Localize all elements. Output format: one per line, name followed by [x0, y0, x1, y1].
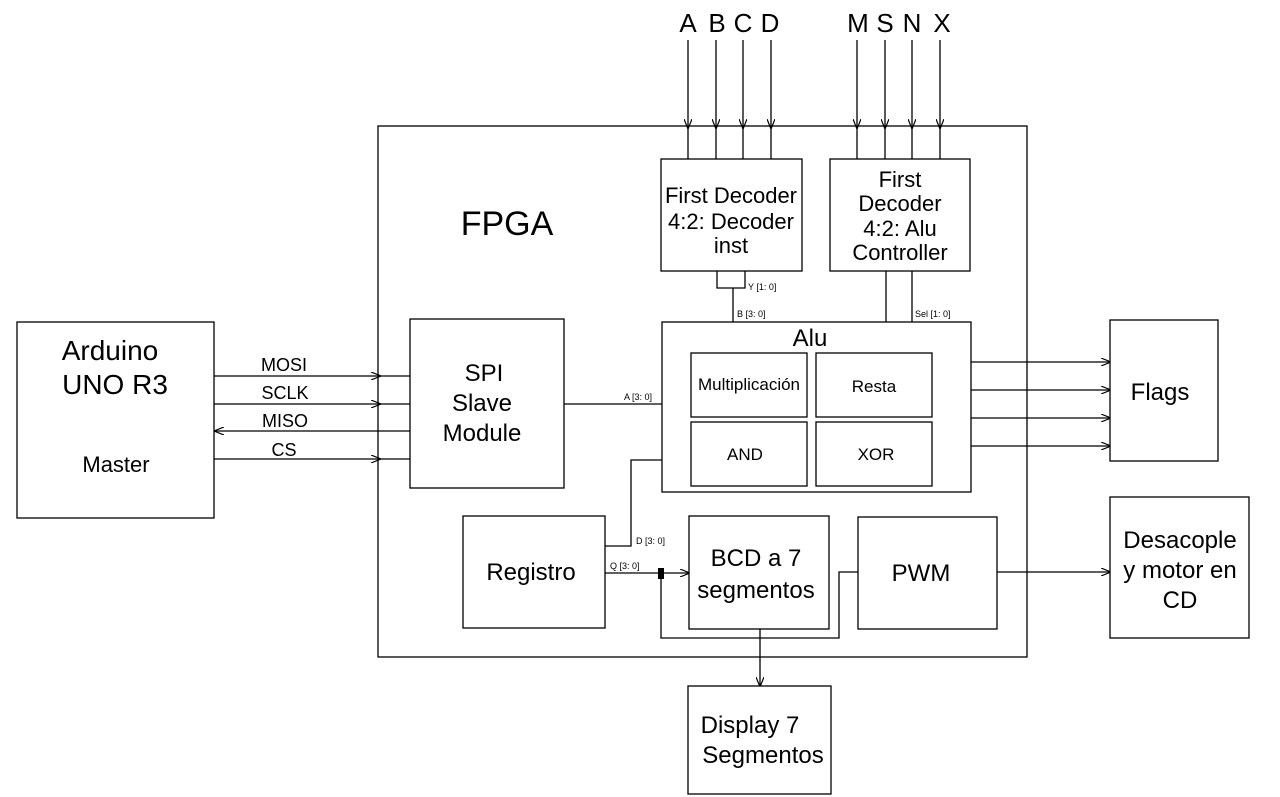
- arduino-line1: Arduino: [62, 335, 159, 366]
- decoder-to-alu-wires: [716, 271, 913, 322]
- desacople-line2: y motor en: [1123, 557, 1236, 584]
- bcd-box: [688, 515, 830, 630]
- input-label-b: B: [708, 8, 725, 38]
- display-line2: Segmentos: [702, 742, 823, 769]
- alu-to-flags-wires: [971, 362, 1110, 446]
- alu-op-and-box: [690, 421, 808, 487]
- flags-box: [1109, 319, 1219, 462]
- decoder-alu-line3: 4:2: Alu: [863, 216, 936, 241]
- signal-cs: CS: [271, 440, 296, 460]
- fpga-label: FPGA: [461, 205, 554, 243]
- bus-label-b: B [3: 0]: [737, 309, 766, 319]
- spi-module-line1: SPI: [465, 360, 504, 387]
- input-label-m: M: [847, 8, 869, 38]
- display-box: [687, 685, 832, 795]
- flags-label: Flags: [1131, 379, 1190, 406]
- alu-op-resta-box: [815, 352, 933, 418]
- pwm-box: [857, 516, 998, 630]
- alu-op-mult: Multiplicación: [698, 375, 800, 394]
- decoder-inst-line3: inst: [714, 233, 748, 258]
- bus-label-d: D [3: 0]: [636, 536, 665, 546]
- desacople-line3: CD: [1163, 587, 1198, 614]
- input-label-a: A: [679, 8, 697, 38]
- alu-op-and: AND: [727, 445, 763, 464]
- alu-op-xor-box: [815, 421, 933, 487]
- decoder-inst-line1: First Decoder: [665, 183, 797, 208]
- alu-title: Alu: [793, 325, 828, 352]
- arduino-box: [16, 321, 215, 519]
- display-line1: Display 7: [701, 712, 800, 739]
- alu-to-registro-wire: [605, 459, 662, 547]
- input-label-c: C: [734, 8, 753, 38]
- decoder-alu-box: [829, 158, 971, 272]
- bus-label-a: A [3: 0]: [624, 392, 652, 402]
- alu-op-xor: XOR: [858, 445, 895, 464]
- alu-op-mult-box: [690, 352, 808, 418]
- spi-signal-wires: [214, 376, 410, 459]
- top-inputs-right: M S N X: [847, 8, 951, 38]
- bcd-line1: BCD a 7: [711, 545, 802, 572]
- input-label-n: N: [903, 8, 922, 38]
- decoder-alu-line4: Controller: [852, 240, 947, 265]
- pwm-label: PWM: [892, 560, 951, 587]
- registro-label: Registro: [486, 559, 575, 586]
- top-inputs-left: A B C D: [679, 8, 779, 38]
- spi-module-box: [409, 318, 565, 489]
- desacople-line1: Desacople: [1123, 527, 1236, 554]
- bus-label-sel: Sel [1: 0]: [915, 309, 951, 319]
- spi-module-line3: Module: [443, 420, 522, 447]
- input-label-d: D: [761, 8, 780, 38]
- decoder-alu-line1: First: [879, 167, 922, 192]
- arduino-line3: Master: [82, 452, 149, 477]
- input-label-s: S: [876, 8, 893, 38]
- decoder-inst-line2: 4:2: Decoder: [668, 209, 794, 234]
- desacople-box: [1109, 496, 1250, 639]
- input-arrows: [688, 40, 940, 159]
- alu-op-resta: Resta: [852, 377, 897, 396]
- registro-box: [462, 515, 606, 629]
- spi-module-line2: Slave: [452, 390, 512, 417]
- input-label-x: X: [933, 8, 950, 38]
- registro-to-bcd-wires: [605, 568, 858, 639]
- signal-mosi: MOSI: [261, 355, 307, 375]
- bus-label-q: Q [3: 0]: [610, 561, 640, 571]
- arduino-line2: UNO R3: [62, 369, 168, 400]
- decoder-inst-box: [660, 158, 803, 272]
- decoder-alu-line2: Decoder: [858, 191, 941, 216]
- bcd-line2: segmentos: [697, 577, 814, 604]
- signal-sclk: SCLK: [261, 383, 308, 403]
- bus-label-y: Y [1: 0]: [748, 282, 776, 292]
- signal-miso: MISO: [262, 411, 308, 431]
